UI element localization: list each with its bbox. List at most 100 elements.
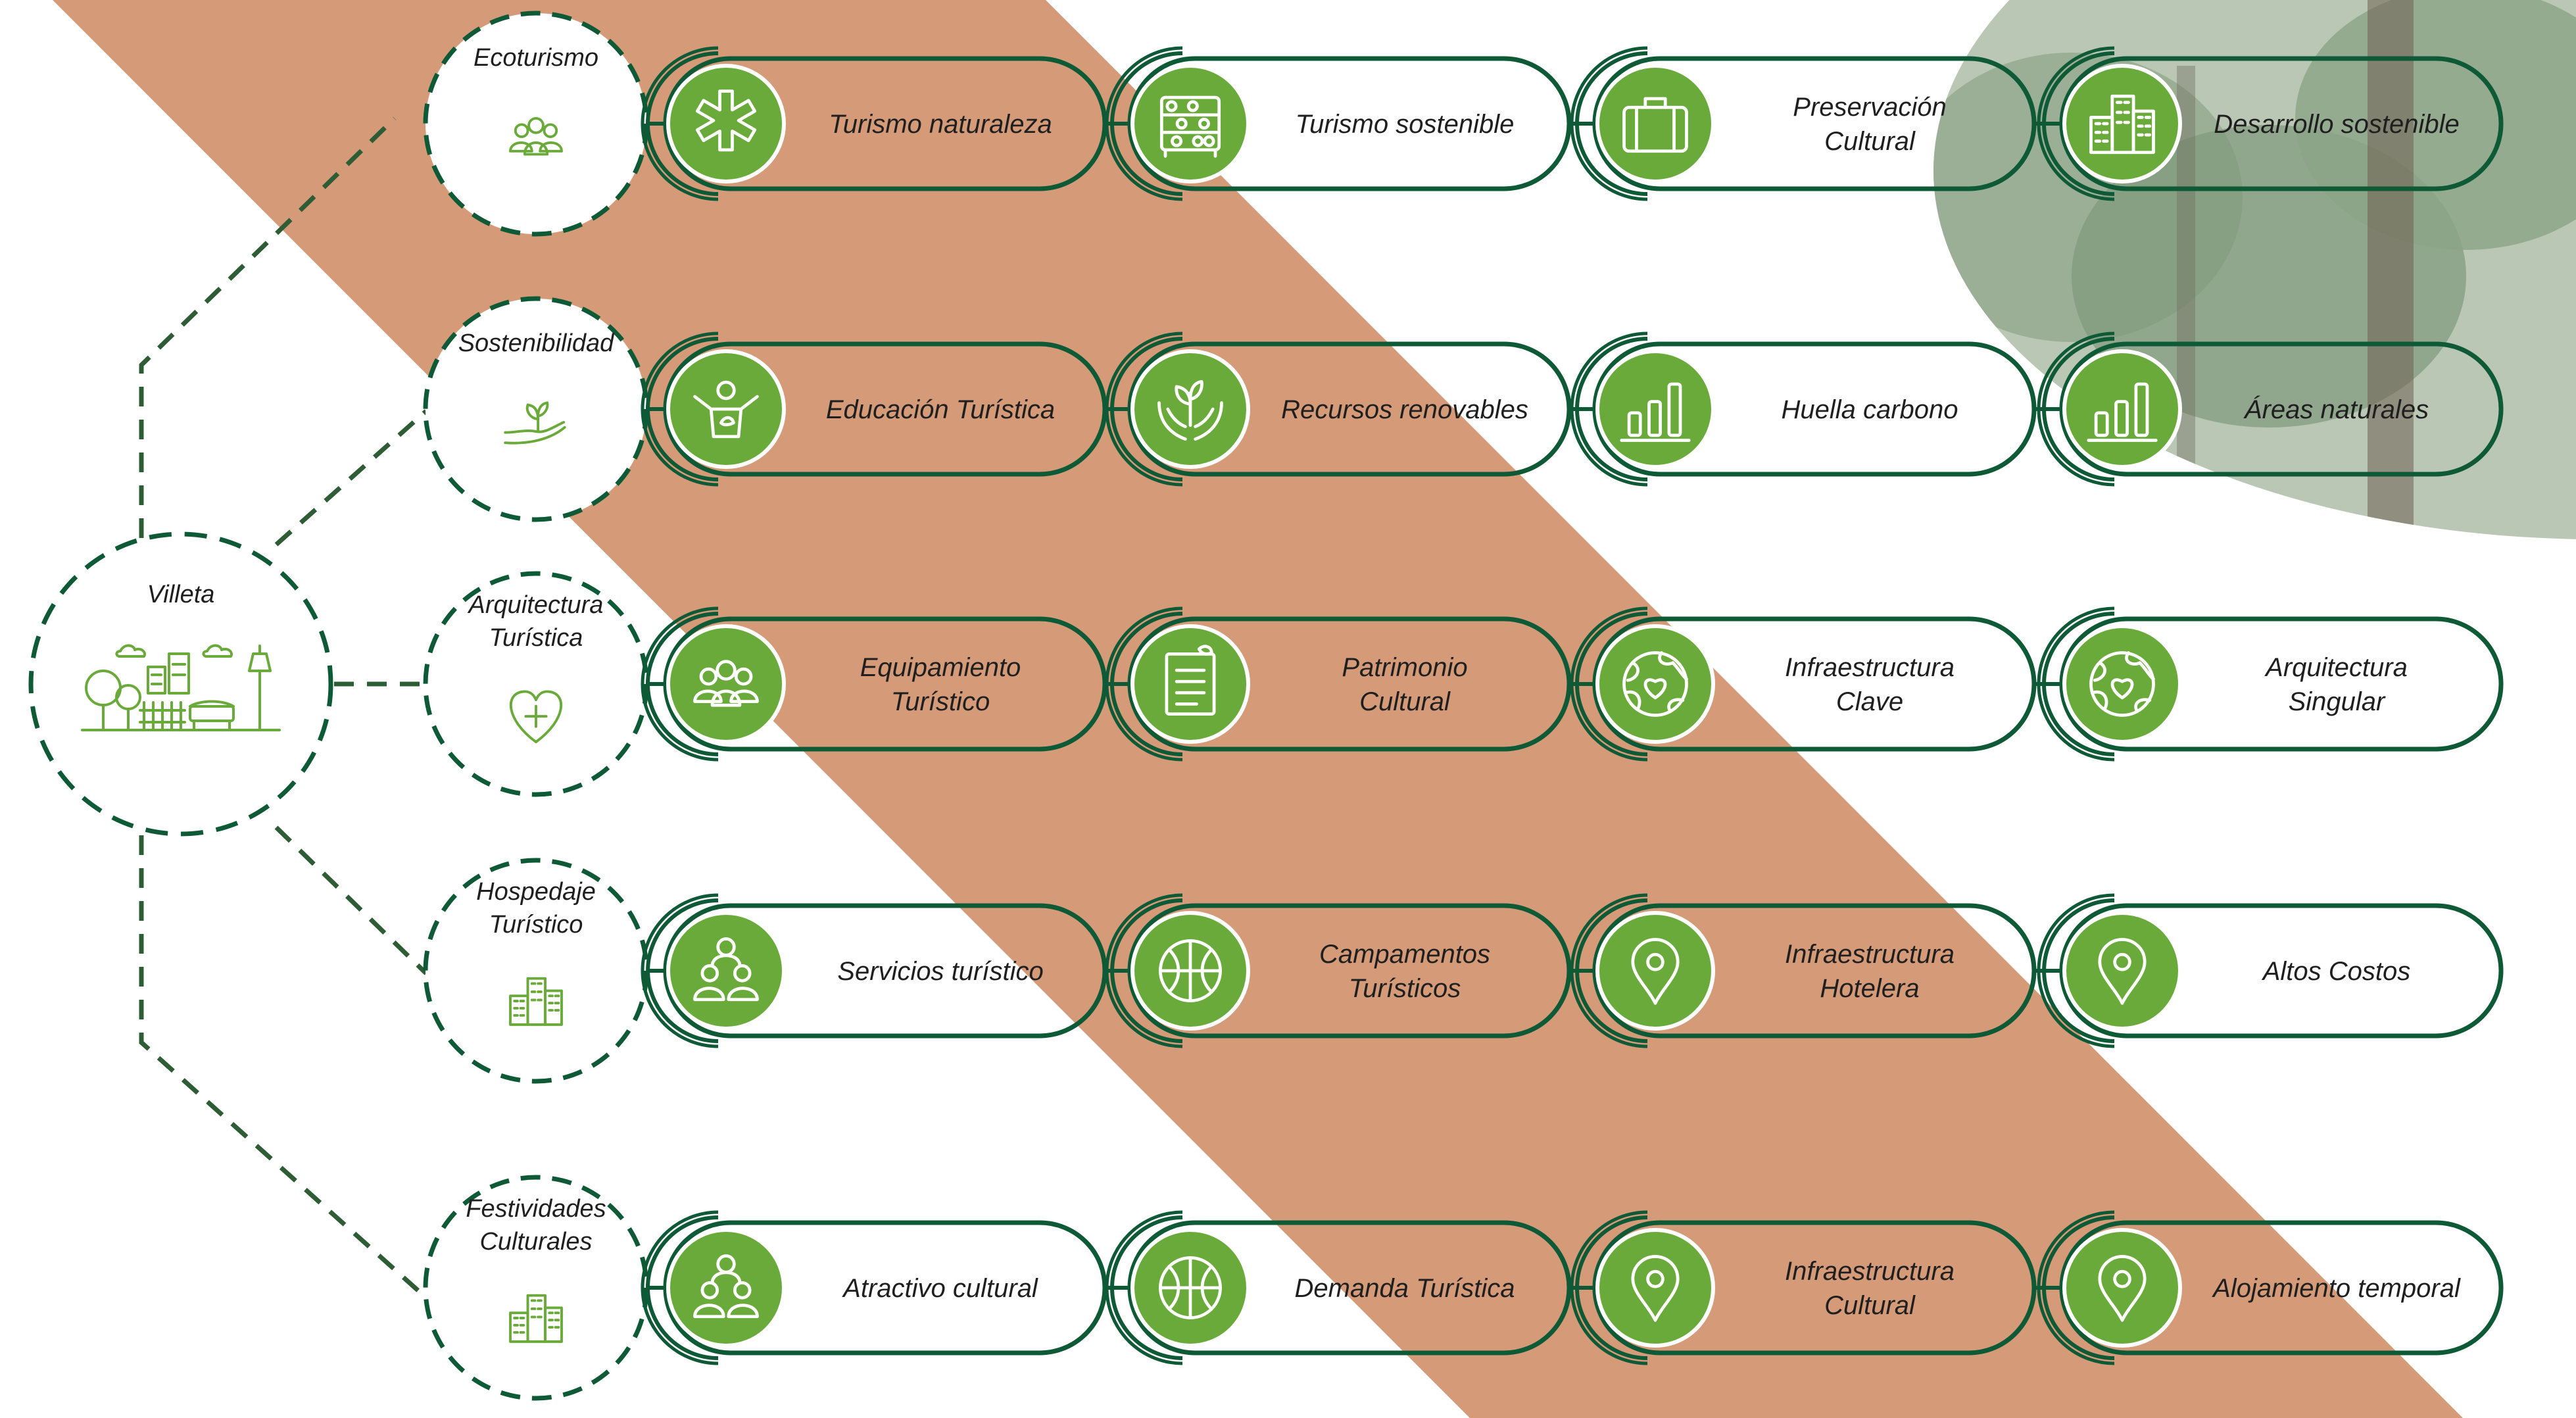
category-label: Ecoturismo <box>474 44 598 72</box>
category-label: Festividades <box>466 1195 606 1223</box>
map-pin-icon <box>2098 938 2147 1005</box>
pill-outline <box>1127 616 1572 752</box>
people-pyramid-icon <box>693 1254 759 1319</box>
pill-label: Servicios turístico <box>837 957 1043 986</box>
pill-outline <box>1127 1220 1572 1356</box>
concept-pill: Educación Turística <box>641 331 1107 487</box>
concept-pill: Turismo sostenible <box>1105 46 1572 201</box>
pill-outline <box>1127 903 1572 1039</box>
pill-label: Turismo sostenible <box>1296 110 1515 139</box>
pill-label: Cultural <box>1359 687 1451 716</box>
diagonal-band <box>53 0 2463 1418</box>
bar-chart-icon <box>2087 382 2158 442</box>
pill-outline <box>1127 56 1572 191</box>
heart-plus-icon <box>509 690 563 744</box>
pill-outline <box>1592 903 2037 1039</box>
pill-icon-circle <box>1595 64 1715 183</box>
pill-outline <box>1592 56 2037 191</box>
pill-icon-circle <box>1130 64 1250 183</box>
pill-outline <box>1592 341 2037 477</box>
pill-label: Demanda Turística <box>1295 1274 1515 1303</box>
pill-outline <box>663 56 1107 191</box>
pill-label: Altos Costos <box>2262 957 2411 986</box>
medical-star-icon <box>695 89 757 152</box>
category-label: Culturales <box>479 1228 592 1256</box>
abacus-icon <box>1159 95 1221 158</box>
pill-outline <box>663 616 1107 752</box>
category-label: Sostenibilidad <box>458 330 615 357</box>
category-node: Sostenibilidad <box>423 296 649 522</box>
buildings-icon <box>2089 94 2155 155</box>
pill-icon-circle <box>1595 624 1715 744</box>
category-label: Turístico <box>489 911 583 939</box>
pill-row: Educación Turística Recursos renovables Hu… <box>641 331 2504 487</box>
hand-sprout-icon <box>504 401 566 445</box>
pill-outline <box>2059 341 2504 477</box>
buildings-icon <box>509 1294 563 1343</box>
pill-label: Áreas naturales <box>2243 395 2429 424</box>
hands-plant-icon <box>1157 379 1223 441</box>
pill-label: Educación Turística <box>826 395 1055 424</box>
concept-pill: Atractivo cultural <box>641 1210 1107 1365</box>
pill-icon-circle <box>2062 349 2182 469</box>
pill-outline <box>2059 616 2504 752</box>
pill-label: Campamentos <box>1319 940 1490 969</box>
pill-label: Infraestructura <box>1785 653 1955 682</box>
pill-label: Atractivo cultural <box>842 1274 1038 1303</box>
pill-outline <box>2059 56 2504 191</box>
pill-label: Turístico <box>891 687 990 716</box>
root-label: Villeta <box>147 581 215 608</box>
people-group-icon <box>693 660 759 707</box>
pill-icon-circle <box>666 64 786 183</box>
basketball-icon <box>1159 939 1222 1002</box>
pill-icon-circle <box>666 911 786 1031</box>
pill-outline <box>663 1220 1107 1356</box>
concept-pill: Altos Costos <box>2037 893 2504 1048</box>
pill-row: EquipamientoTurísticoPatrimonioCulturalI… <box>641 606 2504 762</box>
concept-pill: Servicios turístico <box>641 893 1107 1048</box>
pill-outline <box>663 341 1107 477</box>
pill-label: Turismo naturaleza <box>829 110 1052 139</box>
category-label: Hospedaje <box>476 878 596 906</box>
pill-label: Huella carbono <box>1781 395 1958 424</box>
forest-photo-background <box>1933 0 2576 539</box>
pill-label: Patrimonio <box>1342 653 1467 682</box>
bar-chart-icon <box>1620 382 1691 442</box>
concept-pill: Desarrollo sostenible <box>2037 46 2504 201</box>
buildings-icon <box>509 977 563 1026</box>
pill-label: Cultural <box>1824 127 1916 156</box>
people-group-icon <box>509 116 563 156</box>
pill-label: Infraestructura <box>1785 1257 1955 1286</box>
map-pin-icon <box>1631 1255 1680 1322</box>
concept-pill: Alojamiento temporal <box>2037 1210 2504 1365</box>
pill-icon-circle <box>1130 624 1250 744</box>
pill-label: Singular <box>2289 687 2386 716</box>
pill-row: Turismo naturaleza Turismo sostenible Pres… <box>641 46 2504 201</box>
person-outreach-icon <box>693 380 759 439</box>
pill-row: Atractivo cultural Demanda Turística Infra… <box>641 1210 2504 1365</box>
category-label: Turística <box>489 624 583 652</box>
concept-pill: Recursos renovables <box>1105 331 1572 487</box>
pill-outline <box>1592 616 2037 752</box>
pill-outline <box>1127 341 1572 477</box>
concept-pill: Áreas naturales <box>2037 331 2504 487</box>
concept-pill: Huella carbono <box>1570 331 2037 487</box>
park-cityscape-icon <box>81 644 281 731</box>
pill-outline <box>663 903 1107 1039</box>
category-node: Ecoturismo <box>423 11 649 237</box>
pill-icon-circle <box>1595 349 1715 469</box>
map-pin-icon <box>2098 1255 2147 1322</box>
pill-label: Recursos renovables <box>1281 395 1528 424</box>
category-label: Arquitectura <box>468 591 604 619</box>
pill-label: Infraestructura <box>1785 940 1955 969</box>
people-pyramid-icon <box>693 937 759 1002</box>
pill-label: Alojamiento temporal <box>2212 1274 2461 1303</box>
